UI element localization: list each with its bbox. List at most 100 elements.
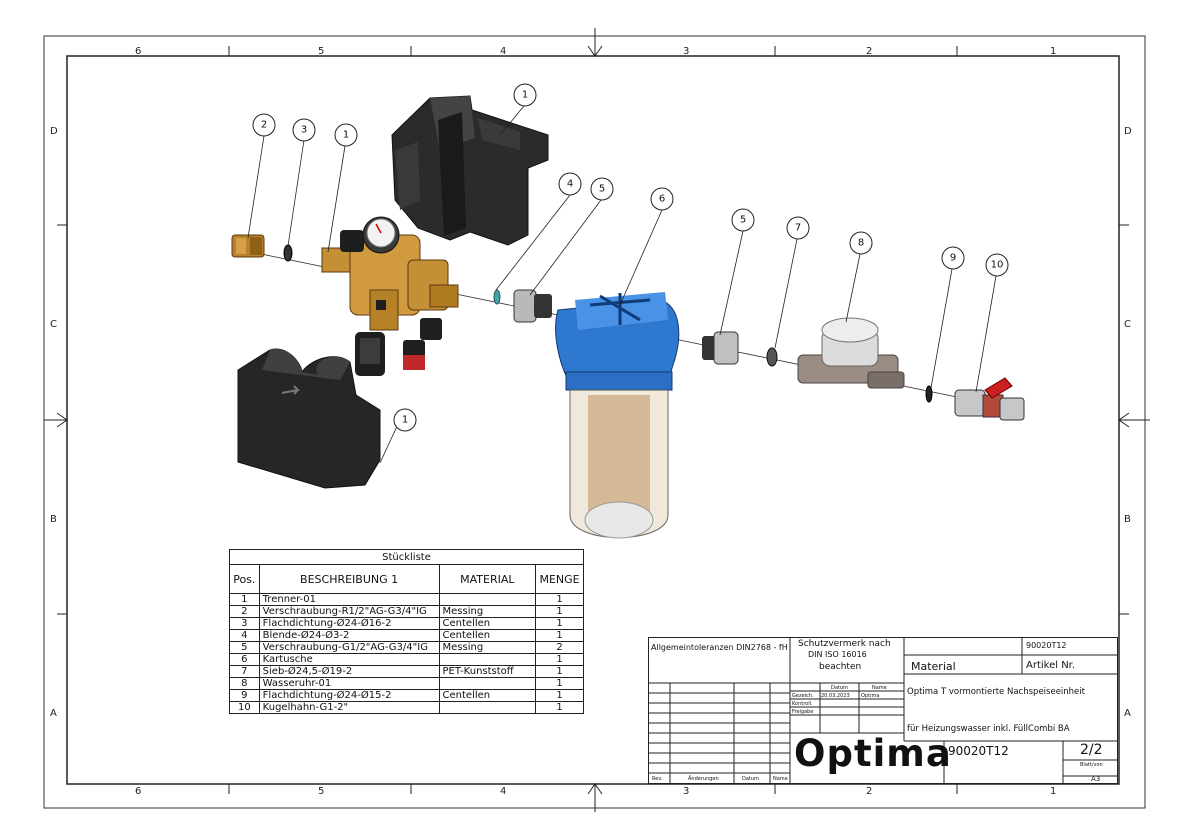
balloon: 1 xyxy=(393,408,417,432)
ball-valve xyxy=(954,377,1025,421)
row-quantity: 1 xyxy=(535,677,584,690)
row-pos: 1 xyxy=(229,593,260,606)
centering-marks xyxy=(44,28,1150,812)
row-quantity: 1 xyxy=(535,653,584,666)
rev-name-label: Name xyxy=(773,776,788,782)
zone-label: D xyxy=(50,126,58,137)
balloon: 1 xyxy=(513,83,537,107)
row-material xyxy=(438,701,537,714)
zone-label: 1 xyxy=(1050,46,1056,57)
balloon: 9 xyxy=(941,246,965,270)
parts-list-header-row: Pos. BESCHREIBUNG 1 MATERIAL MENGE xyxy=(229,564,584,594)
zone-label: A xyxy=(1124,708,1131,719)
zone-label: 5 xyxy=(318,46,324,57)
title-block-grid xyxy=(648,637,1118,784)
changes-label: Änderungen xyxy=(688,776,719,782)
row-material: Messing xyxy=(438,605,537,618)
leader-lines xyxy=(247,105,997,464)
row-pos: 8 xyxy=(229,677,260,690)
row-pos: 4 xyxy=(229,629,260,642)
zone-labels-right: D C B A xyxy=(1124,126,1132,719)
zone-labels-top: 6 5 4 3 2 1 xyxy=(135,46,1056,57)
zone-label: C xyxy=(1124,319,1131,330)
sheet-count: 2/2 xyxy=(1080,742,1103,758)
balloon: 4 xyxy=(558,172,582,196)
rev-date-label: Datum xyxy=(742,776,759,782)
header-description: BESCHREIBUNG 1 xyxy=(258,564,440,594)
zone-label: 1 xyxy=(1050,786,1056,797)
row-material: Centellen xyxy=(438,629,537,642)
zone-label: 5 xyxy=(318,786,324,797)
row-description: Verschraubung-R1/2"AG-G3/4"IG xyxy=(258,605,440,618)
row-pos: 9 xyxy=(229,689,260,702)
balloon: 3 xyxy=(292,118,316,142)
checked-label: Kontroll. xyxy=(792,701,813,707)
row-quantity: 1 xyxy=(535,593,584,606)
insulation-shell-bottom xyxy=(237,348,381,489)
header-quantity: MENGE xyxy=(535,564,584,594)
balloon-number: 2 xyxy=(261,120,267,131)
balloon: 8 xyxy=(849,231,873,255)
material-label: Material xyxy=(911,660,956,673)
balloon-number: 5 xyxy=(740,215,746,226)
row-material: Centellen xyxy=(438,689,537,702)
row-description: Kartusche xyxy=(258,653,440,666)
orifice-disc xyxy=(493,289,501,305)
row-quantity: 1 xyxy=(535,665,584,678)
row-pos: 7 xyxy=(229,665,260,678)
zone-label: B xyxy=(50,514,57,525)
row-description: Flachdichtung-Ø24-Ø16-2 xyxy=(258,617,440,630)
drawing-number: 90020T12 xyxy=(948,744,1009,758)
zone-label: 3 xyxy=(683,786,689,797)
row-pos: 10 xyxy=(229,701,260,714)
zone-label: 2 xyxy=(866,786,872,797)
parts-list-table: Stückliste Pos. BESCHREIBUNG 1 MATERIAL … xyxy=(229,549,584,714)
title-block: Allgemeintoleranzen DIN2768 - fH Schutzv… xyxy=(648,637,1118,784)
row-description: Verschraubung-G1/2"AG-G3/4"IG xyxy=(258,641,440,654)
balloon-number: 10 xyxy=(991,260,1004,271)
protection-line-3: beachten xyxy=(819,662,862,672)
row-description: Trenner-01 xyxy=(258,593,440,606)
zone-label: 3 xyxy=(683,46,689,57)
row-quantity: 1 xyxy=(535,689,584,702)
company-logo: Optima xyxy=(794,732,952,775)
row-pos: 5 xyxy=(229,641,260,654)
zone-label: C xyxy=(50,319,57,330)
row-pos: 2 xyxy=(229,605,260,618)
row-quantity: 1 xyxy=(535,629,584,642)
balloon: 7 xyxy=(786,216,810,240)
date-header: Datum xyxy=(831,685,848,691)
header-pos: Pos. xyxy=(229,564,260,594)
protection-line-1: Schutzvermerk nach xyxy=(798,639,891,649)
row-description: Kugelhahn-G1-2" xyxy=(258,701,440,714)
header-material: MATERIAL xyxy=(438,564,537,594)
row-description: Wasseruhr-01 xyxy=(258,677,440,690)
drawn-date: 20.03.2023 xyxy=(821,693,850,699)
balloon: 1 xyxy=(334,123,358,147)
union-fitting-right xyxy=(702,331,739,365)
balloon-number: 6 xyxy=(659,194,665,205)
row-material: Messing xyxy=(438,641,537,654)
name-header: Name xyxy=(872,685,887,691)
protection-line-2: DIN ISO 16016 xyxy=(808,650,867,659)
balloon: 5 xyxy=(731,208,755,232)
row-description: Sieb-Ø24,5-Ø19-2 xyxy=(258,665,440,678)
row-quantity: 1 xyxy=(535,701,584,714)
system-separator-body xyxy=(321,216,459,376)
row-pos: 6 xyxy=(229,653,260,666)
article-label: Artikel Nr. xyxy=(1026,660,1076,671)
zone-label: 2 xyxy=(866,46,872,57)
union-fitting-brass xyxy=(231,234,265,258)
balloon: 5 xyxy=(590,177,614,201)
filter-cartridge xyxy=(555,292,680,539)
water-meter xyxy=(797,317,905,389)
balloon-number: 8 xyxy=(858,238,864,249)
